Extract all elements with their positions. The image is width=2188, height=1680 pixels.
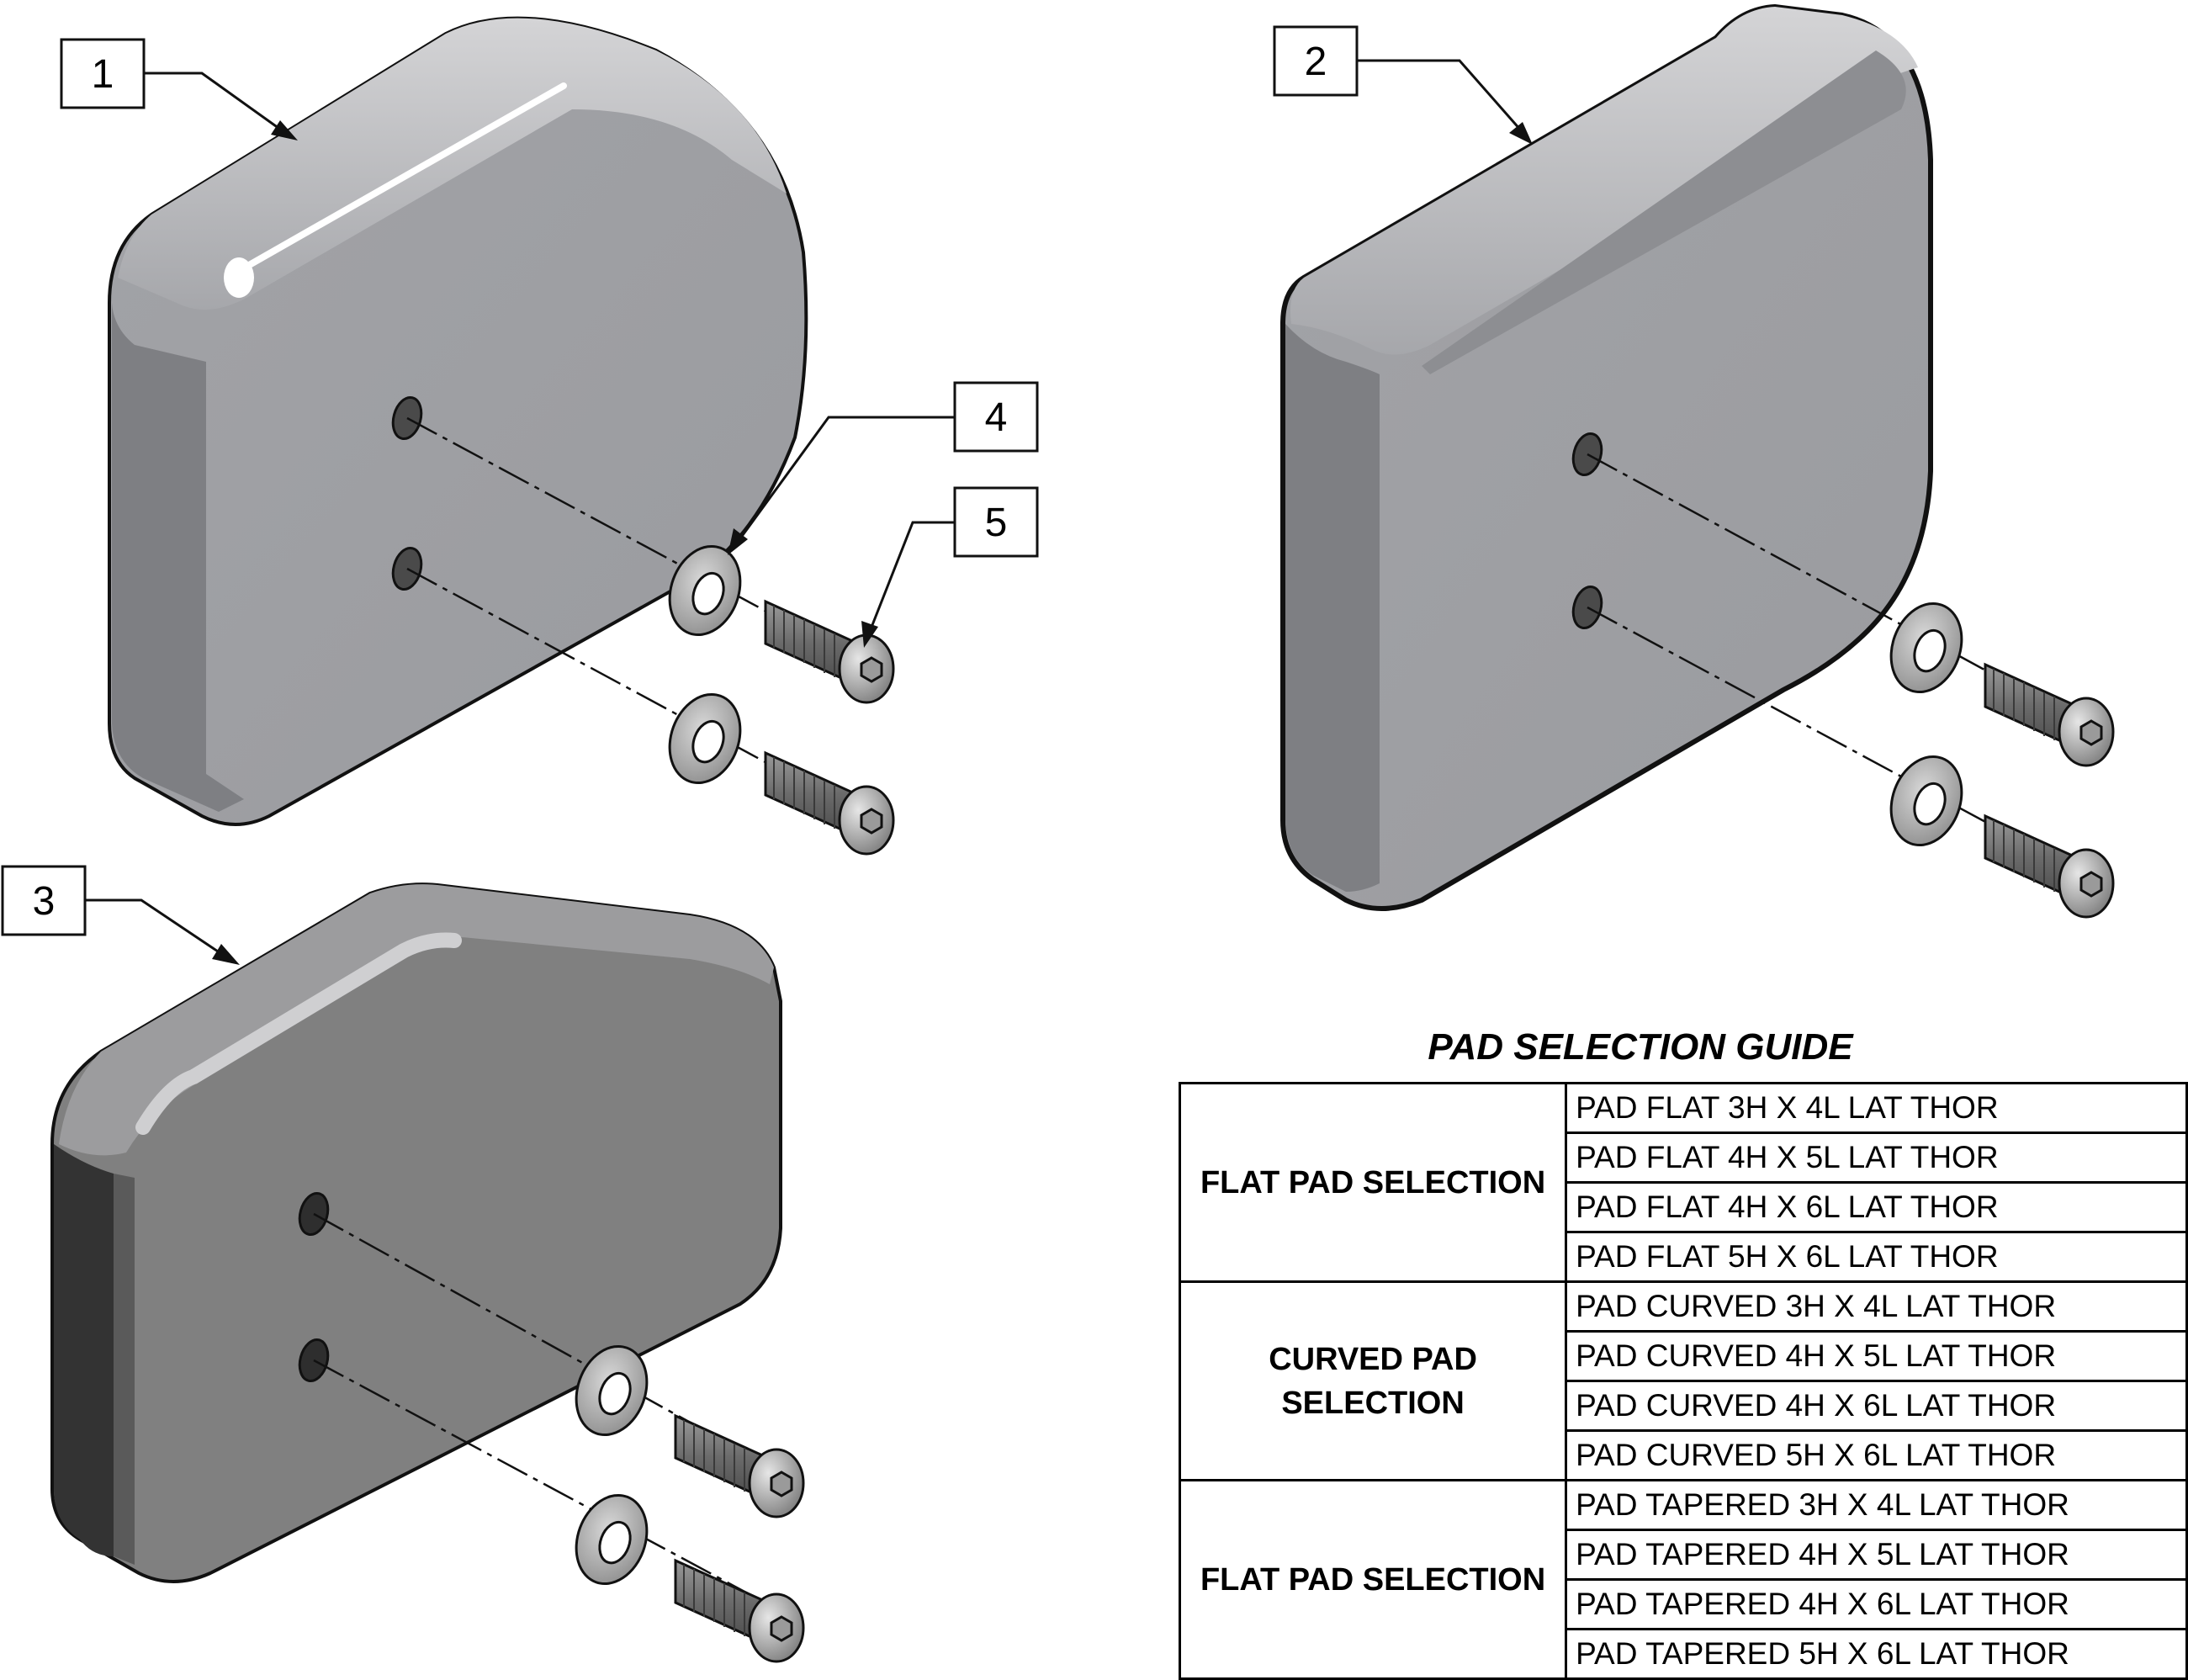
table-row: PAD CURVED 4H X 6L LAT THOR	[1180, 1380, 2188, 1432]
svg-text:3: 3	[33, 879, 56, 924]
svg-text:5: 5	[985, 501, 1008, 545]
group-label: FLAT PAD SELECTION	[1178, 1479, 1568, 1680]
table-cell: PAD CURVED 5H X 6L LAT THOR	[1565, 1429, 2188, 1481]
pad-flat-part	[108, 16, 808, 826]
button-head-bolt	[764, 600, 895, 704]
washer	[656, 683, 754, 794]
table-cell: PAD CURVED 4H X 5L LAT THOR	[1565, 1330, 2188, 1382]
button-head-bolt	[764, 751, 895, 856]
washer	[1878, 745, 1975, 856]
callout-5: 5	[861, 486, 1039, 648]
table-row: PAD TAPERED 4H X 6L LAT THOR	[1180, 1578, 2188, 1630]
pad-selection-guide-title: PAD SELECTION GUIDE	[1428, 1026, 1853, 1068]
pad-curved-part	[1280, 3, 1933, 911]
washer	[563, 1484, 660, 1595]
table-row: FLAT PAD SELECTION PAD TAPERED 3H X 4L L…	[1178, 1479, 2188, 1680]
table-cell: PAD CURVED 4H X 6L LAT THOR	[1565, 1380, 2188, 1432]
button-head-bolt	[1984, 814, 2115, 919]
table-row: PAD FLAT 4H X 6L LAT THOR	[1180, 1181, 2188, 1233]
table-row: PAD FLAT 5H X 6L LAT THOR	[1180, 1231, 2188, 1283]
button-head-bolt	[674, 1559, 805, 1663]
table-row: PAD FLAT 4H X 5L LAT THOR	[1180, 1131, 2188, 1184]
pad-selection-table: FLAT PAD SELECTION PAD FLAT 3H X 4L LAT …	[1178, 1082, 2188, 1680]
svg-text:4: 4	[985, 395, 1008, 440]
table-cell: PAD CURVED 3H X 4L LAT THOR	[1565, 1280, 2188, 1333]
callout-3: 3	[1, 865, 240, 965]
table-cell: PAD FLAT 4H X 6L LAT THOR	[1565, 1181, 2188, 1233]
table-cell: PAD TAPERED 3H X 4L LAT THOR	[1565, 1479, 2188, 1531]
table-cell: PAD TAPERED 4H X 5L LAT THOR	[1565, 1529, 2188, 1581]
callout-4: 4	[728, 381, 1039, 555]
table-cell: PAD FLAT 5H X 6L LAT THOR	[1565, 1231, 2188, 1283]
table-row: PAD CURVED 5H X 6L LAT THOR	[1180, 1429, 2188, 1481]
table-cell: PAD TAPERED 4H X 6L LAT THOR	[1565, 1578, 2188, 1630]
button-head-bolt	[674, 1414, 805, 1518]
svg-text:2: 2	[1305, 40, 1327, 84]
table-row: PAD TAPERED 4H X 5L LAT THOR	[1180, 1529, 2188, 1581]
table-row: PAD CURVED 4H X 5L LAT THOR	[1180, 1330, 2188, 1382]
washer	[1878, 592, 1975, 703]
table-cell: PAD FLAT 4H X 5L LAT THOR	[1565, 1131, 2188, 1184]
table-cell: PAD TAPERED 5H X 6L LAT THOR	[1565, 1628, 2188, 1680]
center-line	[1587, 453, 2053, 860]
group-label: FLAT PAD SELECTION	[1178, 1082, 1568, 1283]
callout-1: 1	[60, 38, 298, 140]
group-label: CURVED PAD SELECTION	[1178, 1280, 1568, 1481]
table-row: CURVED PAD SELECTION PAD CURVED 3H X 4L …	[1178, 1280, 2188, 1481]
pad-tapered-part	[50, 882, 782, 1583]
button-head-bolt	[1984, 663, 2115, 767]
table-row: FLAT PAD SELECTION PAD FLAT 3H X 4L LAT …	[1178, 1082, 2188, 1283]
table-cell: PAD FLAT 3H X 4L LAT THOR	[1565, 1082, 2188, 1134]
callout-2: 2	[1273, 25, 1533, 145]
svg-text:1: 1	[92, 52, 114, 97]
